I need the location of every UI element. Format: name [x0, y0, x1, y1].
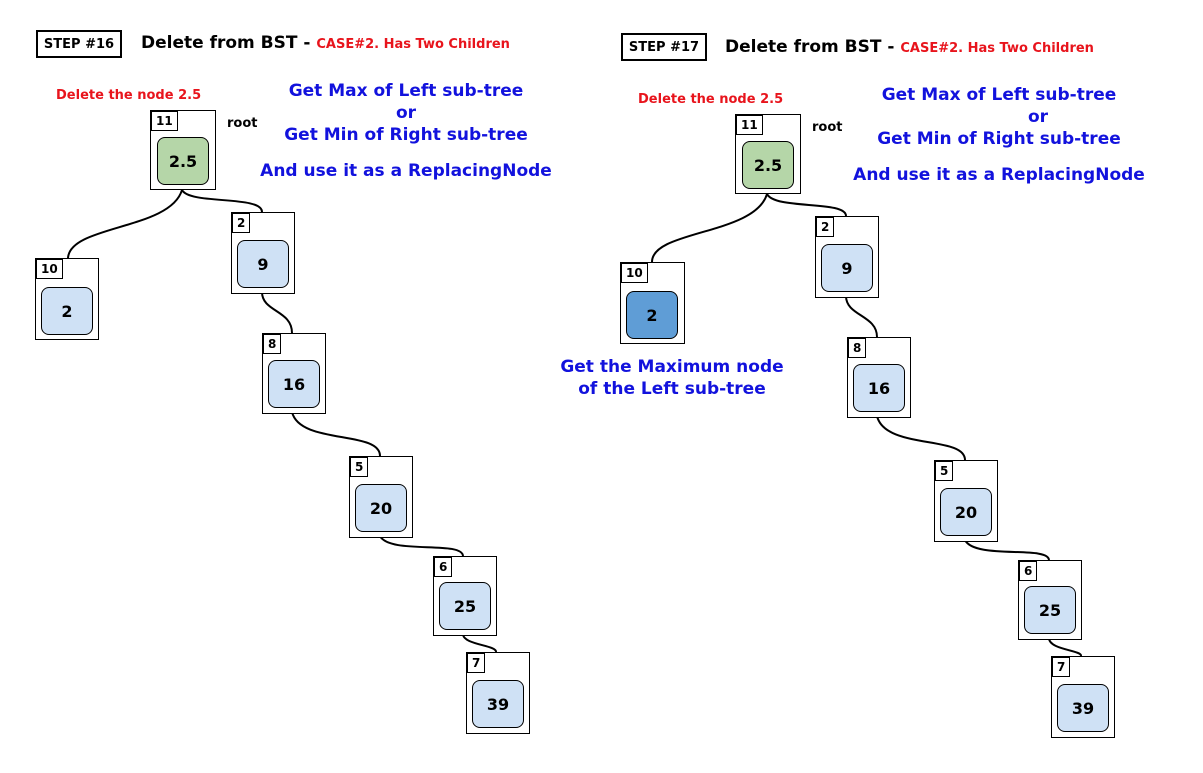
hint-line: And use it as a ReplacingNode [853, 165, 1145, 185]
node-value: 9 [821, 244, 873, 292]
edge-16-to-20 [876, 415, 966, 461]
node-value: 2 [41, 287, 93, 335]
title-text: Delete from BST - [725, 37, 901, 57]
hint-line: or [1027, 107, 1049, 127]
node-value: 2.5 [157, 137, 209, 185]
tree-node: 8 16 [847, 337, 911, 418]
node-index: 11 [736, 115, 763, 135]
edge-2.5-to-9 [766, 193, 847, 217]
hint-line: Get Max of Left sub-tree [881, 85, 1117, 105]
edge-20-to-25 [379, 535, 464, 557]
node-index: 11 [151, 111, 178, 131]
delete-note: Delete the node 2.5 [56, 88, 202, 103]
tree-node: 6 25 [1018, 560, 1082, 640]
edge-25-to-39 [462, 633, 497, 653]
node-value: 20 [940, 488, 992, 536]
tree-node: 8 16 [262, 333, 326, 414]
case-label: CASE#2. Has Two Children [316, 37, 510, 52]
node-index: 2 [816, 217, 835, 237]
node-index: 10 [621, 263, 648, 283]
hint-text: Get Max of Left sub-tree or Get Min of R… [256, 80, 556, 182]
node-index: 6 [434, 557, 453, 577]
node-value: 9 [237, 240, 289, 288]
delete-note: Delete the node 2.5 [638, 92, 784, 107]
note-line: of the Left sub-tree [578, 379, 766, 399]
edge-9-to-16 [845, 295, 878, 338]
node-value: 39 [1057, 684, 1109, 732]
node-value: 25 [439, 582, 491, 630]
node-index: 5 [350, 457, 369, 477]
edge-2.5-to-2 [67, 189, 183, 259]
node-index: 8 [263, 334, 282, 354]
edge-2.5-to-9 [181, 189, 263, 213]
hint-line: And use it as a ReplacingNode [260, 161, 552, 181]
tree-node-highlighted: 10 2 [620, 262, 685, 344]
node-index: 6 [1019, 561, 1038, 581]
edge-25-to-39 [1048, 637, 1083, 657]
tree-node: 10 2 [35, 258, 99, 340]
node-index: 8 [848, 338, 867, 358]
node-value: 16 [853, 364, 905, 412]
tree-node: 6 25 [433, 556, 497, 636]
root-label: root [812, 120, 843, 135]
node-value: 39 [472, 680, 524, 728]
node-index: 2 [232, 213, 251, 233]
tree-node: 5 20 [934, 460, 998, 542]
hint-line: Get Min of Right sub-tree [877, 129, 1121, 149]
node-index: 7 [1052, 657, 1071, 677]
hint-line: or [395, 103, 417, 123]
panel-title: Delete from BST - CASE#2. Has Two Childr… [141, 33, 510, 53]
node-value: 2.5 [742, 141, 794, 189]
edge-16-to-20 [291, 411, 381, 457]
case-label: CASE#2. Has Two Children [900, 41, 1094, 56]
node-value: 16 [268, 360, 320, 408]
max-node-note: Get the Maximum node of the Left sub-tre… [552, 356, 792, 400]
tree-node: 2 9 [231, 212, 295, 294]
edge-2.5-to-2 [651, 193, 768, 263]
tree-node: 7 39 [1051, 656, 1115, 738]
note-line: Get the Maximum node [560, 357, 784, 377]
panel-title: Delete from BST - CASE#2. Has Two Childr… [725, 37, 1094, 57]
hint-line: Get Max of Left sub-tree [288, 81, 524, 101]
tree-node: 5 20 [349, 456, 413, 538]
node-value: 2 [626, 291, 678, 339]
node-index: 7 [467, 653, 486, 673]
title-text: Delete from BST - [141, 33, 317, 53]
node-index: 10 [36, 259, 63, 279]
tree-node: 7 39 [466, 652, 530, 734]
edge-20-to-25 [964, 539, 1050, 561]
hint-line: Get Min of Right sub-tree [284, 125, 528, 145]
node-value: 20 [355, 484, 407, 532]
step-label: STEP #17 [621, 33, 707, 61]
tree-node-root: 11 2.5 [735, 114, 801, 194]
step-label: STEP #16 [36, 30, 122, 58]
tree-node-root: 11 2.5 [150, 110, 216, 190]
hint-text: Get Max of Left sub-tree or Get Min of R… [849, 84, 1149, 186]
tree-node: 2 9 [815, 216, 879, 298]
edge-9-to-16 [261, 291, 293, 334]
node-index: 5 [935, 461, 954, 481]
node-value: 25 [1024, 586, 1076, 634]
root-label: root [227, 116, 258, 131]
